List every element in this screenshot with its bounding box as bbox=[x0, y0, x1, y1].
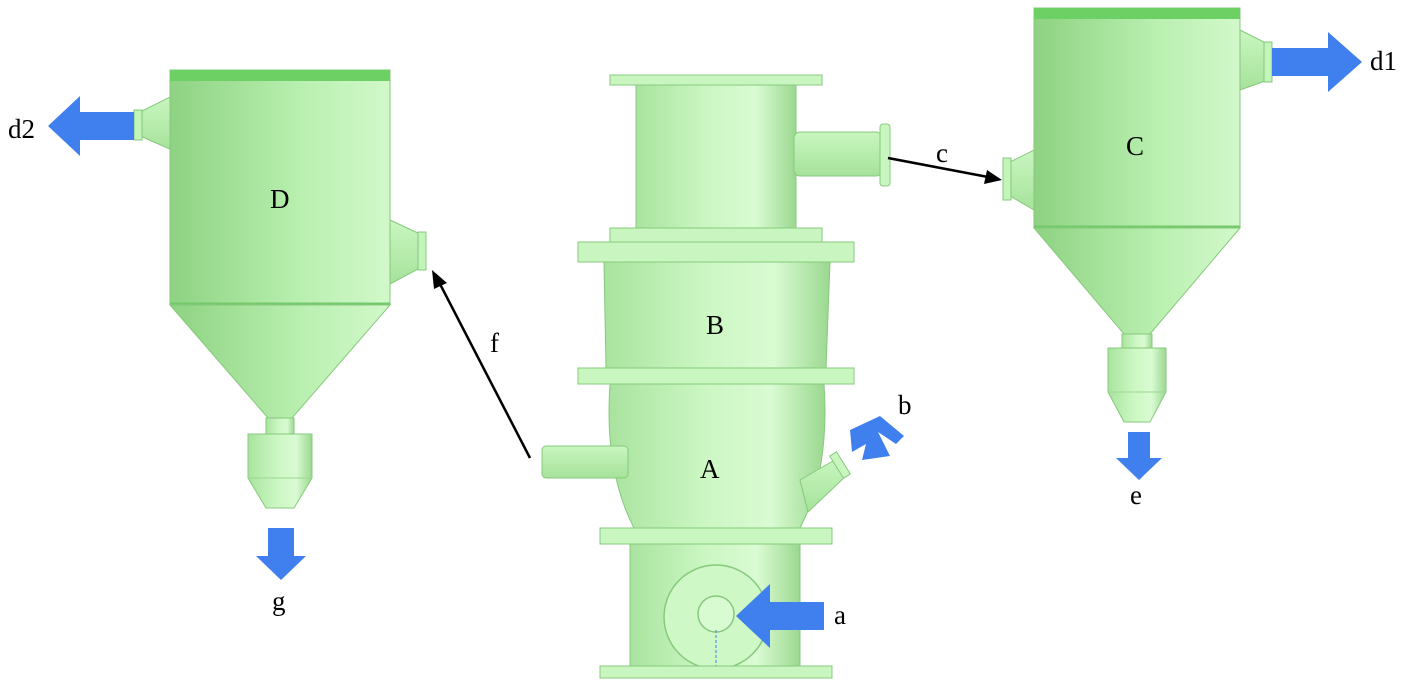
vessel-c-inlet-nozzle bbox=[1009, 149, 1035, 211]
vessel-d-top-rim bbox=[170, 70, 390, 81]
vessel-c-inlet-flange bbox=[1002, 157, 1012, 201]
flange-middle bbox=[577, 367, 855, 385]
vessel-d-cylinder bbox=[169, 69, 391, 306]
vessel-d-outlet-nozzle bbox=[139, 95, 173, 151]
vessel-d bbox=[133, 69, 427, 509]
label-e-flow: e bbox=[1130, 480, 1142, 510]
label-d2: d2 bbox=[8, 114, 35, 144]
flow-arrow-d2 bbox=[48, 96, 134, 156]
flow-arrow-g bbox=[256, 528, 306, 580]
label-c-flow: c bbox=[936, 138, 948, 168]
base-flange bbox=[599, 665, 833, 679]
flow-arrow-b bbox=[850, 416, 904, 460]
arrow-f-line bbox=[438, 283, 532, 459]
arrow-c-line bbox=[887, 156, 989, 179]
label-b-flow: b bbox=[898, 390, 912, 420]
volute-inner bbox=[697, 595, 735, 633]
vessel-d-outlet-flange bbox=[133, 109, 143, 141]
vessel-c-outlet-flange bbox=[1263, 41, 1273, 83]
outlet-pipe-c bbox=[793, 131, 883, 177]
vessel-c bbox=[1002, 7, 1273, 423]
vessel-c-neck bbox=[1121, 333, 1153, 349]
side-pipe-f bbox=[541, 445, 629, 479]
flow-arrows bbox=[48, 32, 1362, 648]
flange-upper-2 bbox=[577, 241, 855, 263]
arrow-c-head bbox=[984, 170, 1002, 184]
vessel-c-discharge bbox=[1107, 347, 1167, 423]
vessel-d-discharge bbox=[247, 433, 313, 509]
top-cylinder bbox=[635, 84, 797, 229]
flow-arrow-a bbox=[736, 584, 824, 648]
arrow-f-head bbox=[432, 270, 447, 289]
labels: D C B A d2 d1 c f b a e g bbox=[8, 46, 1397, 630]
inlet-b-flange bbox=[829, 451, 851, 479]
vessel-d-inlet-nozzle bbox=[389, 219, 421, 285]
vessel-d-inlet-flange bbox=[417, 231, 427, 271]
top-flange bbox=[609, 74, 823, 86]
line-arrows bbox=[432, 156, 1002, 459]
label-g-flow: g bbox=[272, 586, 286, 616]
vessel-c-top-rim bbox=[1034, 8, 1240, 19]
flange-upper-1 bbox=[609, 227, 823, 243]
flow-arrow-d1 bbox=[1272, 32, 1362, 92]
central-column bbox=[541, 74, 891, 679]
label-b-section: B bbox=[706, 310, 724, 340]
label-a-section: A bbox=[700, 454, 720, 484]
label-d: D bbox=[270, 184, 290, 214]
label-d1: d1 bbox=[1370, 46, 1397, 76]
outlet-pipe-c-flange bbox=[879, 123, 891, 187]
label-c: C bbox=[1126, 131, 1144, 161]
vessel-c-cylinder bbox=[1033, 7, 1241, 229]
vessel-d-cone bbox=[168, 304, 392, 419]
flow-arrow-e bbox=[1116, 432, 1162, 480]
label-a-flow: a bbox=[834, 600, 846, 630]
label-f-flow: f bbox=[490, 328, 499, 358]
vessel-d-neck bbox=[265, 417, 295, 435]
vessel-c-cone bbox=[1032, 227, 1242, 335]
flange-lower bbox=[599, 527, 833, 545]
